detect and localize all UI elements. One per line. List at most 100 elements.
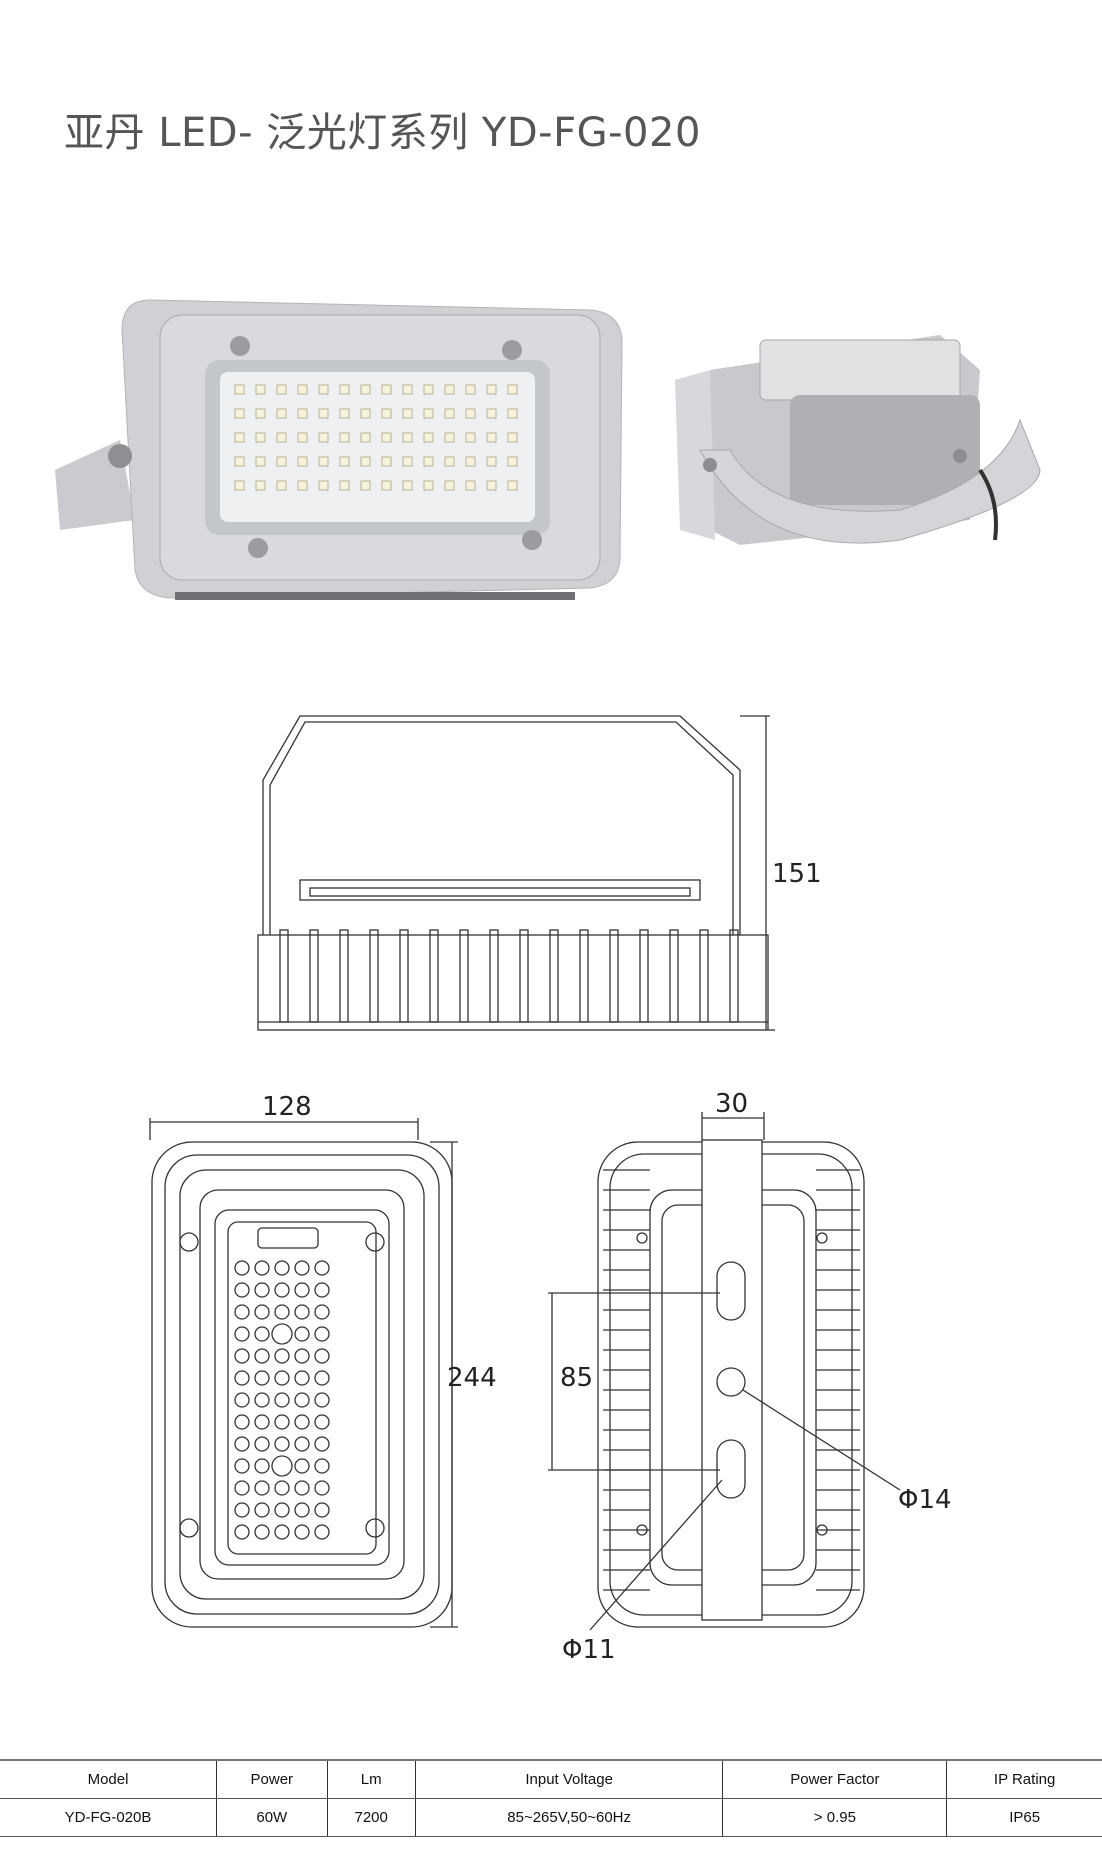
led-chip xyxy=(339,408,350,419)
led-outline xyxy=(271,1323,293,1345)
header-cell: Lm xyxy=(326,1759,416,1799)
led-chip xyxy=(318,408,329,419)
led-chip xyxy=(297,456,308,467)
led-outline xyxy=(314,1502,330,1518)
header-cell: Input Voltage xyxy=(414,1759,723,1799)
back-view-drawing xyxy=(548,1112,901,1631)
led-chip xyxy=(402,408,413,419)
led-chip xyxy=(297,408,308,419)
led-outline xyxy=(314,1370,330,1386)
led-chip xyxy=(465,432,476,443)
led-outline xyxy=(254,1326,270,1342)
spec-table: Model Power Lm Input Voltage Power Facto… xyxy=(0,1759,1102,1837)
led-chip xyxy=(423,384,434,395)
table-cell: IP65 xyxy=(946,1798,1102,1837)
led-chip xyxy=(234,432,245,443)
heatsink-fin xyxy=(699,929,709,1023)
led-chip xyxy=(444,456,455,467)
led-outline xyxy=(274,1392,290,1408)
led-chip xyxy=(297,384,308,395)
led-outline xyxy=(294,1436,310,1452)
dimension-hole-small-label: Φ11 xyxy=(562,1635,616,1665)
led-chip xyxy=(360,456,371,467)
led-chip xyxy=(465,384,476,395)
led-outline xyxy=(294,1260,310,1276)
led-chip xyxy=(276,384,287,395)
led-chip xyxy=(297,432,308,443)
led-outline xyxy=(234,1370,250,1386)
led-outline xyxy=(294,1282,310,1298)
led-chip xyxy=(507,480,518,491)
led-outline xyxy=(254,1392,270,1408)
led-outline xyxy=(294,1524,310,1540)
led-chip xyxy=(297,480,308,491)
page-title: 亚丹 LED- 泛光灯系列 YD-FG-020 xyxy=(64,110,701,156)
heatsink-fin xyxy=(309,929,319,1023)
led-chip xyxy=(465,456,476,467)
heatsink-fin xyxy=(489,929,499,1023)
header-cell: Power xyxy=(216,1759,328,1799)
table-cell: 7200 xyxy=(326,1798,416,1837)
led-outline xyxy=(314,1392,330,1408)
dimension-hole-large-label: Φ14 xyxy=(898,1485,952,1515)
led-outline xyxy=(314,1414,330,1430)
led-chip xyxy=(507,384,518,395)
led-outline xyxy=(294,1502,310,1518)
led-outline xyxy=(234,1414,250,1430)
led-chip xyxy=(234,384,245,395)
led-chip xyxy=(381,408,392,419)
led-outline xyxy=(294,1458,310,1474)
led-chip xyxy=(486,432,497,443)
led-chip xyxy=(234,408,245,419)
heatsink-fin xyxy=(579,929,589,1023)
led-outline xyxy=(234,1260,250,1276)
led-outline xyxy=(234,1458,250,1474)
led-outline xyxy=(314,1348,330,1364)
led-outline xyxy=(294,1480,310,1496)
led-outline xyxy=(294,1326,310,1342)
led-outline xyxy=(234,1348,250,1364)
table-cell: 60W xyxy=(216,1798,328,1837)
led-outline xyxy=(234,1480,250,1496)
led-outline xyxy=(314,1260,330,1276)
led-chip xyxy=(234,480,245,491)
led-outline xyxy=(274,1436,290,1452)
product-photo-back xyxy=(675,335,1041,545)
led-outline xyxy=(274,1348,290,1364)
led-chip xyxy=(318,480,329,491)
led-outline xyxy=(254,1304,270,1320)
dimension-bracket-width-label: 30 xyxy=(715,1089,748,1119)
led-outline xyxy=(274,1480,290,1496)
led-chip xyxy=(234,456,245,467)
led-outline xyxy=(274,1370,290,1386)
product-photo-front xyxy=(55,299,623,600)
led-chip xyxy=(507,456,518,467)
header-cell: Power Factor xyxy=(722,1759,947,1799)
dimension-height-label: 151 xyxy=(772,859,822,889)
led-chip xyxy=(402,480,413,491)
led-chip xyxy=(318,432,329,443)
led-outline xyxy=(254,1524,270,1540)
led-chip xyxy=(255,456,266,467)
heatsink-fin xyxy=(639,929,649,1023)
led-outline xyxy=(254,1370,270,1386)
heatsink-fin xyxy=(279,929,289,1023)
heatsink-fin xyxy=(519,929,529,1023)
led-chip xyxy=(444,408,455,419)
led-chip xyxy=(486,480,497,491)
led-chip xyxy=(444,384,455,395)
led-chip xyxy=(381,432,392,443)
led-chip xyxy=(255,408,266,419)
led-outline xyxy=(314,1458,330,1474)
led-chip xyxy=(276,480,287,491)
led-chip xyxy=(360,432,371,443)
led-chip xyxy=(402,432,413,443)
led-chip xyxy=(486,408,497,419)
led-chip xyxy=(486,456,497,467)
led-chip xyxy=(255,480,266,491)
led-outline xyxy=(274,1414,290,1430)
table-cell: YD-FG-020B xyxy=(0,1798,217,1837)
led-chip xyxy=(381,384,392,395)
led-outline xyxy=(254,1436,270,1452)
